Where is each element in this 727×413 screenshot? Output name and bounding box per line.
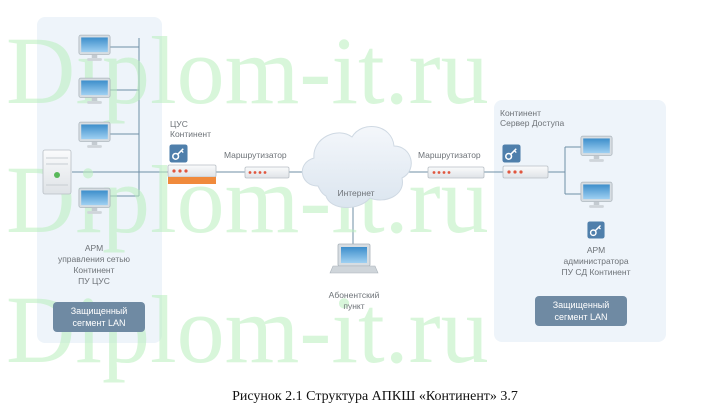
svg-text:пункт: пункт: [343, 301, 364, 311]
svg-text:управления сетью: управления сетью: [58, 254, 131, 264]
router-left-label: Маршрутизатор: [224, 150, 287, 160]
svg-text:сегмент LAN: сегмент LAN: [72, 318, 125, 328]
arm-cus-label: АРМ управления сетью Континент ПУ ЦУС: [58, 243, 131, 286]
internet-label: Интернет: [337, 188, 374, 198]
svg-text:Защищенный: Защищенный: [553, 300, 610, 310]
svg-text:ЦУС: ЦУС: [170, 119, 188, 129]
svg-text:Континент: Континент: [170, 129, 211, 139]
svg-text:Сервер Доступа: Сервер Доступа: [500, 118, 565, 128]
subscriber-label: Абонентский пункт: [329, 290, 380, 311]
subscriber-laptop-icon: [329, 243, 379, 274]
internet-cloud-icon: [302, 126, 412, 208]
server-tower-icon: [42, 149, 72, 195]
right-segment-badge: Защищенный сегмент LAN: [535, 296, 627, 326]
router-right-label: Маршрутизатор: [418, 150, 481, 160]
router-right-icon: [427, 166, 485, 179]
cus-label: ЦУС Континент: [170, 119, 211, 139]
svg-text:АРМ: АРМ: [587, 245, 605, 255]
right-wiring: [352, 146, 582, 244]
figure-caption: Рисунок 2.1 Структура АПКШ «Континент» 3…: [232, 389, 518, 404]
svg-text:администратора: администратора: [563, 256, 628, 266]
cus-device-icon: [167, 164, 217, 184]
svg-text:Diplom-it.ru: Diplom-it.ru: [6, 146, 489, 253]
svg-text:Абонентский: Абонентский: [329, 290, 380, 300]
svg-text:Континент: Континент: [500, 108, 541, 118]
svg-text:Континент: Континент: [73, 265, 114, 275]
cus-key-icon: [169, 144, 188, 163]
right-protected-zone: [494, 100, 666, 342]
arm-admin-key-icon: [587, 221, 605, 239]
svg-text:ПУ СД Континент: ПУ СД Континент: [562, 267, 631, 277]
access-server-label: Континент Сервер Доступа: [500, 108, 565, 128]
left-protected-zone: [37, 17, 162, 343]
svg-text:сегмент LAN: сегмент LAN: [554, 312, 607, 322]
arm-admin-label: АРМ администратора ПУ СД Континент: [562, 245, 631, 277]
access-server-key-icon: [502, 144, 521, 163]
access-server-device-icon: [502, 165, 549, 179]
svg-text:Защищенный: Защищенный: [71, 306, 128, 316]
svg-text:Diplom-it.ru: Diplom-it.ru: [6, 17, 489, 124]
router-left-icon: [244, 166, 290, 179]
svg-text:ПУ ЦУС: ПУ ЦУС: [78, 276, 110, 286]
left-segment-badge: Защищенный сегмент LAN: [53, 302, 145, 332]
svg-text:АРМ: АРМ: [85, 243, 103, 253]
